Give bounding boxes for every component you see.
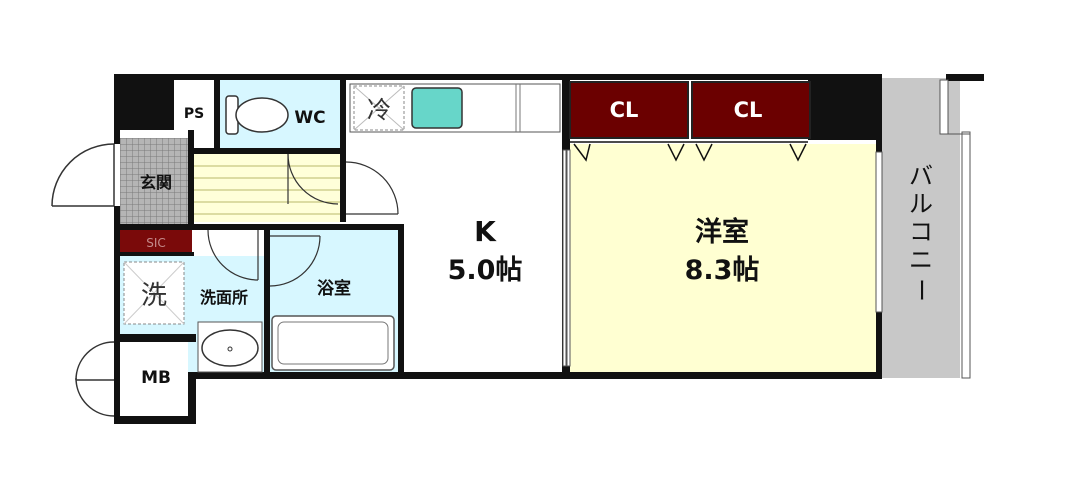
bathroom-label: 浴室 [317,278,351,299]
washer-label: 洗 [141,281,167,311]
mb-floor [120,342,188,416]
sic-label: SIC [146,236,166,250]
kitchen-name: K [474,215,497,248]
balcony-window [875,151,883,313]
western-room-floor [570,144,878,372]
balcony-char: ル [909,190,933,218]
balcony-char: ー [907,278,935,302]
basin-bowl [201,329,259,367]
balcony-char: ニ [909,246,933,274]
closet-2-label: CL [734,98,763,122]
ps-label: PS [184,106,204,122]
balcony-char: コ [909,218,933,246]
kitchen-size: 5.0帖 [448,255,523,286]
fridge-label: 冷 [367,96,391,124]
ps-floor [175,80,218,130]
corridor-floor [194,154,342,222]
balcony-rail [961,131,971,379]
entrance-floor [120,138,188,224]
wc-label: WC [294,108,325,128]
balcony-label: バ ル コ ニ ー [907,162,935,302]
sic-floor [120,230,192,252]
corridor-stripes [194,165,342,215]
interior-doors [207,153,399,287]
balcony-rail-top [939,79,949,135]
sliding-door [562,149,571,367]
entrance-door [51,143,115,207]
closet-1 [569,81,689,139]
bathtub-inner [277,321,389,365]
toilet [225,95,289,135]
mb-label: MB [141,368,171,388]
closet-1-label: CL [610,98,639,122]
closet-2 [691,81,811,139]
western-room-size: 8.3帖 [685,255,760,286]
sink [411,87,463,129]
western-room-name: 洋室 [695,216,749,248]
washroom-label: 洗面所 [200,288,248,307]
washer-diagonal-2 [123,261,185,325]
closet-doors [570,141,808,162]
basin-drain [227,346,233,352]
mb-doors [75,341,115,417]
entrance-label: 玄関 [140,173,172,192]
balcony-char: バ [909,162,933,190]
fridge-diagonal-2 [353,85,405,131]
